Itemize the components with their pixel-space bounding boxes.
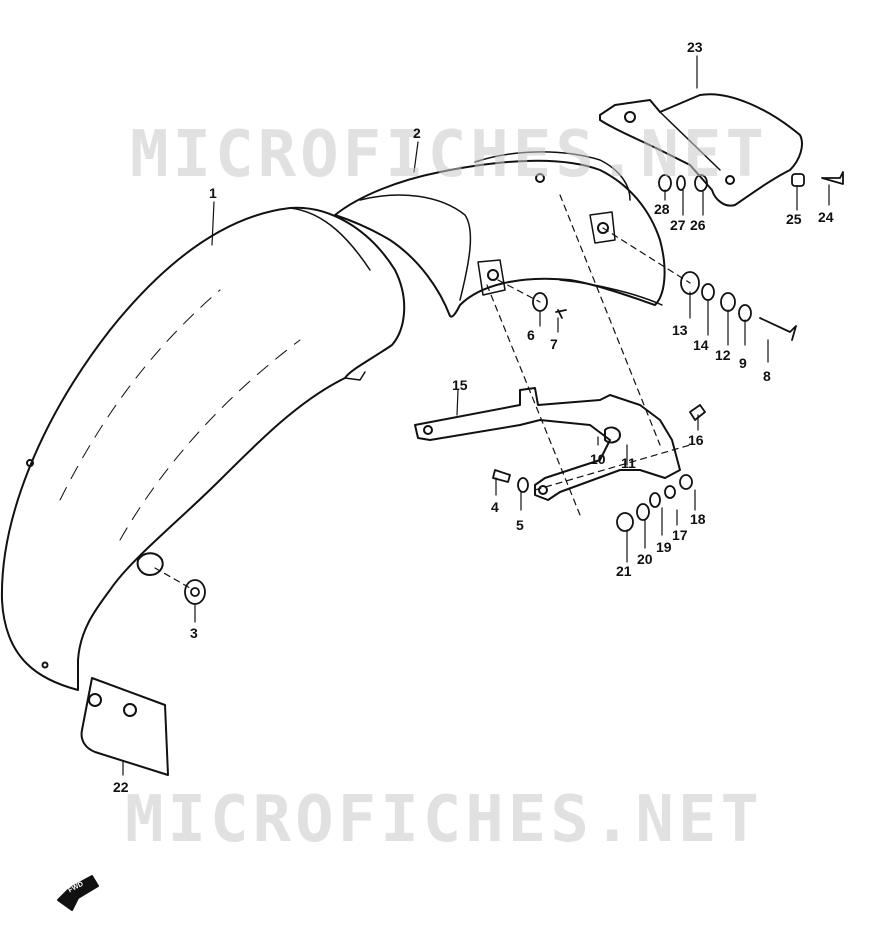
callout-7: 7	[550, 336, 558, 352]
callout-10: 10	[590, 451, 606, 467]
callout-26: 26	[690, 217, 706, 233]
callout-1: 1	[209, 185, 217, 201]
callout-27: 27	[670, 217, 686, 233]
callout-23: 23	[687, 39, 703, 55]
callout-16: 16	[688, 432, 704, 448]
rear-fender-part	[0, 206, 406, 691]
alignment-lines	[154, 194, 691, 589]
callout-6: 6	[527, 327, 535, 343]
callout-9: 9	[739, 355, 747, 371]
callout-4: 4	[491, 499, 499, 515]
callout-leaders	[122, 55, 830, 776]
mounting-stay-part	[414, 387, 681, 501]
callout-20: 20	[637, 551, 653, 567]
callout-12: 12	[715, 347, 731, 363]
callout-3: 3	[190, 625, 198, 641]
callout-13: 13	[672, 322, 688, 338]
callout-14: 14	[693, 337, 709, 353]
callout-2: 2	[413, 125, 421, 141]
callout-18: 18	[690, 511, 706, 527]
forward-arrow-icon	[57, 875, 99, 911]
hardware-parts	[184, 171, 844, 605]
callout-8: 8	[763, 368, 771, 384]
callout-28: 28	[654, 201, 670, 217]
callout-17: 17	[672, 527, 688, 543]
callout-19: 19	[656, 539, 672, 555]
callout-11: 11	[621, 455, 636, 471]
callout-15: 15	[452, 377, 468, 393]
mud-flap-part	[80, 677, 169, 776]
callout-22: 22	[113, 779, 129, 795]
inner-fender-part	[334, 151, 666, 318]
callout-5: 5	[516, 517, 524, 533]
callout-21: 21	[616, 563, 632, 579]
callout-24: 24	[818, 209, 834, 225]
reflector-bracket-part	[599, 93, 803, 207]
callout-25: 25	[786, 211, 802, 227]
